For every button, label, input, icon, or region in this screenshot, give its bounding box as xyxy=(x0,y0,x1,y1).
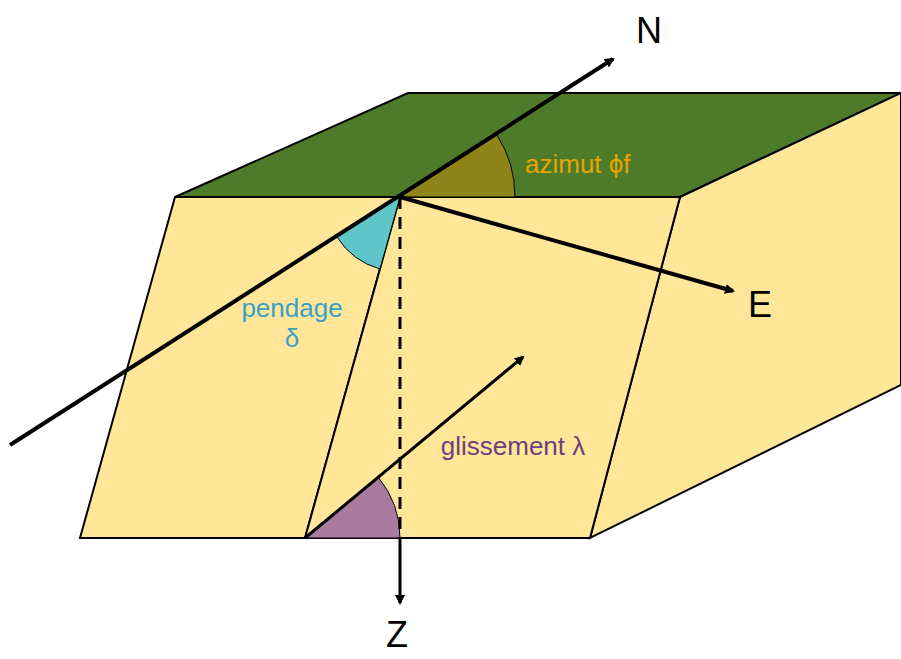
dip-angle xyxy=(337,197,400,269)
axis-label: N xyxy=(636,10,686,51)
axis-label: Z xyxy=(386,614,426,655)
hangingwall-block xyxy=(305,197,680,538)
north-axis xyxy=(10,59,613,445)
angle-label: glissement λ xyxy=(428,432,598,462)
angle-label: pendage δ xyxy=(232,294,352,354)
angle-label: azimut ϕf xyxy=(525,150,695,180)
axis-label: E xyxy=(748,284,798,325)
depth-axis xyxy=(399,538,402,603)
depth-axis-hidden xyxy=(399,197,402,538)
east-axis xyxy=(400,197,733,291)
slip-angle xyxy=(305,477,400,538)
azimuth-angle xyxy=(400,135,515,197)
